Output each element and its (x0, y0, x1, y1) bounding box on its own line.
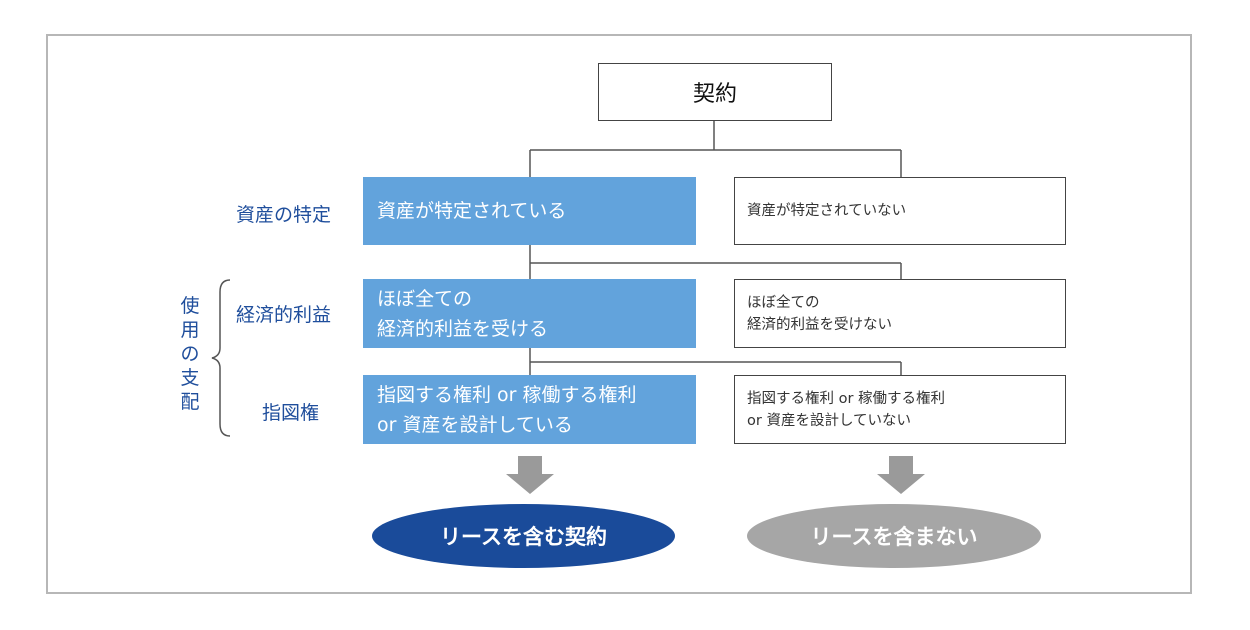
asset-not-identified-box: 資産が特定されていない (734, 177, 1066, 245)
row-label-asset: 資産の特定 (236, 204, 332, 226)
arrow-down-no-icon (877, 456, 925, 494)
row-label-direction: 指図権 (262, 402, 320, 424)
asset-identified-box: 資産が特定されている (363, 177, 696, 245)
diagram-frame (46, 34, 1192, 594)
group-brace (211, 279, 231, 437)
result-no-lease-ellipse: リースを含まない (747, 504, 1041, 568)
row-label-benefit: 経済的利益 (236, 304, 332, 326)
benefit-yes-box: ほぼ全ての 経済的利益を受ける (363, 279, 696, 348)
result-lease-ellipse: リースを含む契約 (372, 504, 675, 568)
direction-no-box: 指図する権利 or 稼働する権利 or 資産を設計していない (734, 375, 1066, 444)
benefit-no-box: ほぼ全ての 経済的利益を受けない (734, 279, 1066, 348)
contract-label: 契約 (692, 82, 737, 107)
arrow-down-yes-icon (506, 456, 554, 494)
contract-box: 契約 (598, 63, 832, 121)
direction-yes-box: 指図する権利 or 稼働する権利 or 資産を設計している (363, 375, 696, 444)
group-label-control: 使 用 の 支 配 (180, 295, 200, 413)
